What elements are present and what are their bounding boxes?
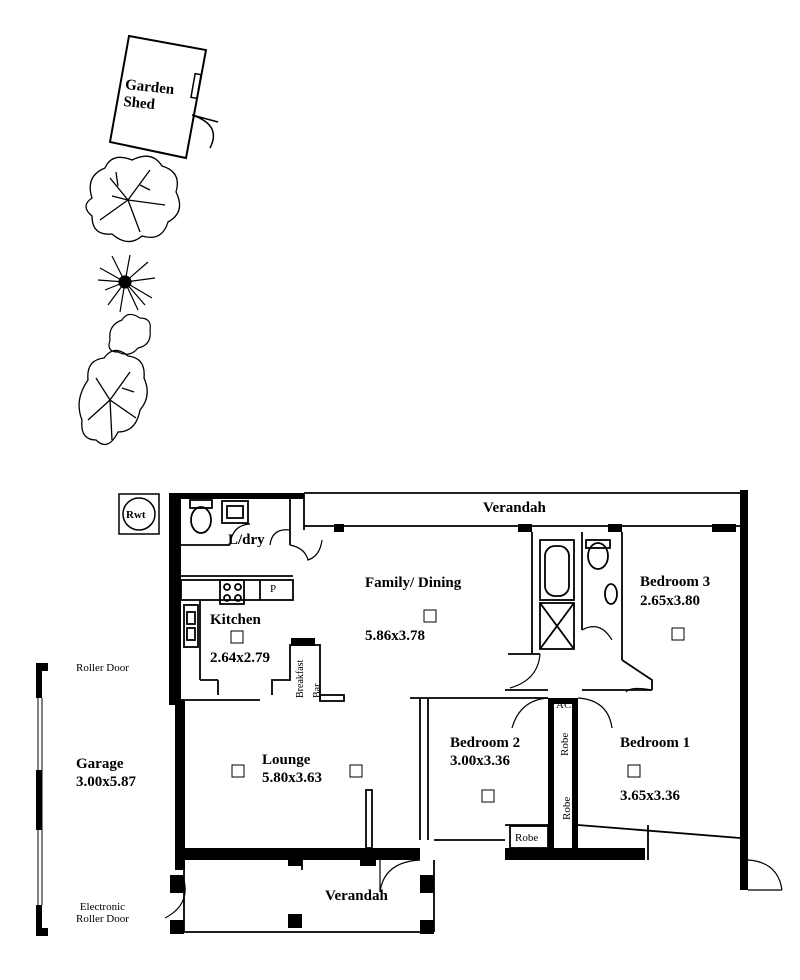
ac-label: AC <box>556 699 572 711</box>
electronic-roller-door-line1: Electronic <box>79 901 126 913</box>
rainwater-tank <box>118 493 160 535</box>
family-dining-label: Family/ Dining <box>365 575 462 591</box>
lounge-size: 5.80x3.63 <box>262 770 322 786</box>
shrub-icon <box>108 313 151 355</box>
smoke-detector-icons <box>230 609 685 803</box>
robe-label-1: Robe <box>559 732 571 756</box>
breakfast-bar-label-line2: Bar <box>312 683 323 698</box>
breakfast-bar-label: Breakfast Bar <box>292 660 326 698</box>
robe-label-3: Robe <box>515 832 539 844</box>
bedroom3-size: 2.65x3.80 <box>640 593 700 609</box>
lounge-label: Lounge <box>262 752 311 768</box>
garden-shed-label: Garden Shed <box>122 77 175 116</box>
pantry-label: P <box>270 583 277 595</box>
tree-1-icon <box>85 155 181 243</box>
bedroom2-size: 3.00x3.36 <box>450 753 510 769</box>
bedroom2-label: Bedroom 2 <box>450 735 521 751</box>
house-walls <box>36 490 748 936</box>
breakfast-bar-label-line1: Breakfast <box>295 659 306 698</box>
garage-label: Garage <box>76 756 124 772</box>
bedroom1-size: 3.65x3.36 <box>620 788 680 804</box>
family-dining-size: 5.86x3.78 <box>365 628 425 644</box>
verandah-bottom-label: Verandah <box>325 888 388 904</box>
kitchen-size: 2.64x2.79 <box>210 650 270 666</box>
laundry-label: L/dry <box>228 532 265 548</box>
verandah-top-label: Verandah <box>483 500 546 516</box>
electronic-roller-door-line2: Roller Door <box>76 913 129 925</box>
garage-size: 3.00x5.87 <box>76 774 136 790</box>
bedroom1-label: Bedroom 1 <box>620 735 691 751</box>
robe-label-2: Robe <box>561 796 573 820</box>
kitchen-label: Kitchen <box>210 612 261 628</box>
electronic-roller-door-label: Electronic Roller Door <box>76 901 129 925</box>
roller-door-label: Roller Door <box>76 662 129 674</box>
rwt-label: Rwt <box>126 509 146 521</box>
garden-shed-outline <box>108 34 219 160</box>
palm-icon <box>97 254 156 313</box>
bedroom3-label: Bedroom 3 <box>640 574 711 590</box>
tree-2-icon <box>78 349 148 446</box>
